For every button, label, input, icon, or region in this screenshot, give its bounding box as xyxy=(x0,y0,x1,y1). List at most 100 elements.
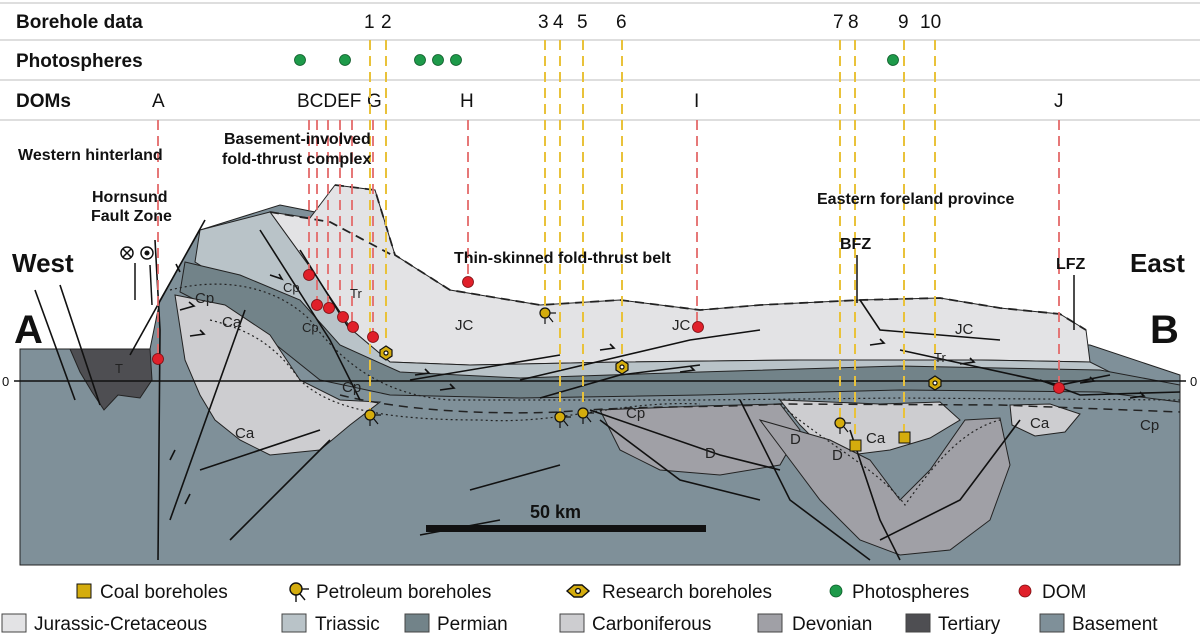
borehole-number: 7 xyxy=(833,12,844,33)
borehole-number: 9 xyxy=(898,12,909,33)
bfz-label: BFZ xyxy=(840,236,871,253)
petroleum-borehole-icon xyxy=(289,582,309,602)
permian-unit xyxy=(179,261,1181,403)
dom-marker xyxy=(367,331,379,343)
legend-carboniferous: Carboniferous xyxy=(592,614,711,635)
research-boreholes xyxy=(379,345,942,391)
scale-bar-label: 50 km xyxy=(530,502,581,522)
devonian-unit xyxy=(758,417,1011,556)
petroleum-borehole-icon xyxy=(834,417,851,434)
legend-basement: Basement xyxy=(1072,614,1158,635)
photosphere-marker xyxy=(887,54,899,66)
east-label: East xyxy=(1130,248,1185,278)
devonian-swatch xyxy=(757,613,783,633)
hexagon-icon xyxy=(379,345,393,361)
dom-lines xyxy=(157,120,1060,385)
petroleum-borehole-icon xyxy=(539,307,556,324)
dom-marker xyxy=(303,269,315,281)
tertiary-unit xyxy=(69,348,153,411)
photosphere-marker xyxy=(339,54,351,66)
borehole-number: 3 xyxy=(538,12,549,33)
photosphere-marker xyxy=(432,54,444,66)
carboniferous-swatch xyxy=(559,613,585,633)
unit-label-tertiary: T xyxy=(115,361,123,376)
unit-label-d: D xyxy=(705,445,716,462)
legend-dom-label: DOM xyxy=(1042,582,1086,603)
unit-label-jc: JC xyxy=(672,317,691,334)
unit-label-tr: Tr xyxy=(934,350,946,365)
unit-label-cp: Cp xyxy=(1140,417,1159,434)
unit-label-ca: Ca xyxy=(866,430,886,447)
yellow-square-icon xyxy=(76,583,92,599)
borehole-number: 8 xyxy=(848,12,859,33)
petroleum-borehole-icon xyxy=(554,411,571,428)
unit-label-d: D xyxy=(790,431,801,448)
legend-jurassic-cretaceous: Jurassic-Cretaceous xyxy=(34,614,207,635)
dom-marker xyxy=(1053,382,1065,394)
photosphere-marker xyxy=(450,54,462,66)
unit-label-cp: Cp xyxy=(302,320,319,335)
petroleum-boreholes xyxy=(364,307,851,434)
header-grid xyxy=(0,2,1200,121)
unit-label-cp: Cp xyxy=(283,280,300,295)
dom-letter: J xyxy=(1054,91,1064,112)
dom-marker xyxy=(347,321,359,333)
borehole-number: 2 xyxy=(381,12,392,33)
photosphere-marker xyxy=(294,54,306,66)
legend-tertiary: Tertiary xyxy=(938,614,1001,635)
scale-bar: 50 km xyxy=(426,502,706,532)
dom-marker xyxy=(311,299,323,311)
sea-level-zero-left: 0 xyxy=(2,374,9,389)
doms-label: DOMs xyxy=(16,91,71,112)
legend-research-label: Research boreholes xyxy=(602,582,772,603)
unit-label-ca: Ca xyxy=(1030,415,1050,432)
basement-swatch xyxy=(1039,613,1065,633)
unit-label-d: D xyxy=(832,447,843,464)
borehole-number: 6 xyxy=(616,12,627,33)
dom-marker xyxy=(323,302,335,314)
unit-label-tr: Tr xyxy=(350,286,362,301)
section-end-label: B xyxy=(1150,308,1179,352)
unit-label-ca: Ca xyxy=(222,314,242,331)
red-dot-icon xyxy=(1018,584,1032,598)
basement-involved-label-line1: Basement-involved xyxy=(224,131,371,148)
borehole-lines xyxy=(369,40,936,440)
dom-marker xyxy=(337,311,349,323)
section-start-label: A xyxy=(14,308,43,352)
borehole-data-label: Borehole data xyxy=(16,12,143,33)
petroleum-borehole-icon xyxy=(364,409,381,426)
unit-label-cp: Cp xyxy=(342,379,361,396)
triassic-swatch xyxy=(281,613,307,633)
hornsund-label-line1: Hornsund xyxy=(92,189,168,206)
green-dot-icon xyxy=(829,584,843,598)
hexagon-icon xyxy=(928,375,942,391)
unit-label-cp: Cp xyxy=(626,405,645,422)
thin-skinned-label: Thin-skinned fold-thrust belt xyxy=(454,250,672,267)
borehole-number: 4 xyxy=(553,12,564,33)
west-label: West xyxy=(12,248,74,278)
zone-pointers xyxy=(134,255,1075,330)
lfz-label: LFZ xyxy=(1056,256,1086,273)
dom-letter: H xyxy=(460,91,474,112)
thrust-arrows xyxy=(169,263,1146,505)
dom-markers xyxy=(152,269,1065,394)
legend-triassic: Triassic xyxy=(315,614,380,635)
dom-letter: I xyxy=(694,91,699,112)
dom-letter: BCDEF xyxy=(297,91,361,112)
yellow-square-icon xyxy=(849,439,862,452)
dom-marker xyxy=(462,276,474,288)
coal-boreholes xyxy=(849,431,911,452)
unit-label-jc: JC xyxy=(455,317,474,334)
dom-letter: A xyxy=(152,91,165,112)
petroleum-borehole-icon xyxy=(577,407,594,424)
unit-label-jc: JC xyxy=(955,321,974,338)
eastern-foreland-label: Eastern foreland province xyxy=(817,191,1014,208)
dom-marker xyxy=(692,321,704,333)
tertiary-swatch xyxy=(905,613,931,633)
fault-lines xyxy=(34,219,1181,561)
jurassic-cretaceous-swatch xyxy=(1,613,27,633)
unit-label-ca: Ca xyxy=(235,425,255,442)
legend-symbols: Coal boreholes Petroleum boreholes Resea… xyxy=(76,582,1086,603)
dom-marker xyxy=(152,353,164,365)
legend-photospheres-label: Photospheres xyxy=(852,582,969,603)
